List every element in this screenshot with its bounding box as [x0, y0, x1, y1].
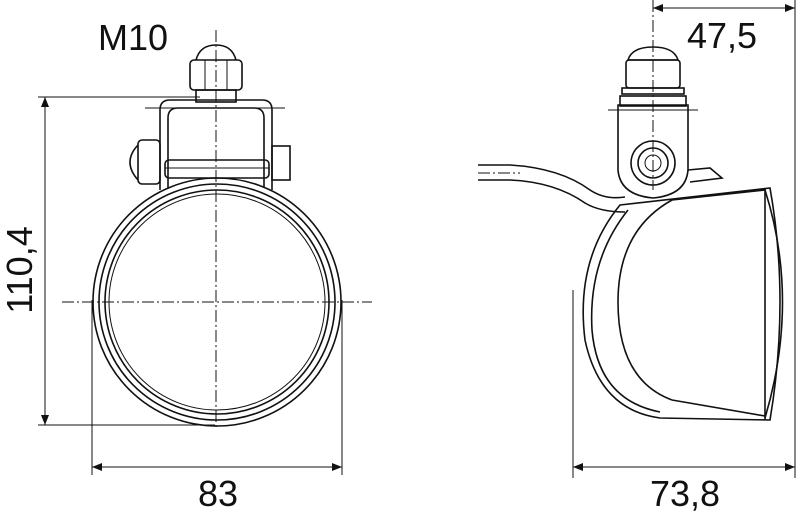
housing	[582, 187, 781, 421]
mounting-bracket	[145, 99, 285, 190]
front-dimensions	[38, 96, 343, 475]
front-lens-dome	[764, 189, 784, 419]
front-view	[62, 30, 372, 430]
cable	[478, 164, 626, 213]
width-dimension-label: 83	[198, 473, 238, 514]
housing-cutout	[617, 199, 673, 401]
depth-dimension-label: 73,8	[650, 473, 720, 514]
housing-rim	[590, 209, 661, 413]
side-view	[478, 0, 784, 421]
pivot-depth-dimension-label: 47,5	[687, 15, 757, 56]
thread-label: M10	[98, 17, 168, 58]
side-bolt-right	[271, 145, 291, 181]
side-bolt-left	[129, 139, 161, 185]
pivot-mount	[608, 104, 724, 199]
side-dimensions	[572, 0, 796, 478]
height-dimension-label: 110,4	[0, 226, 40, 313]
